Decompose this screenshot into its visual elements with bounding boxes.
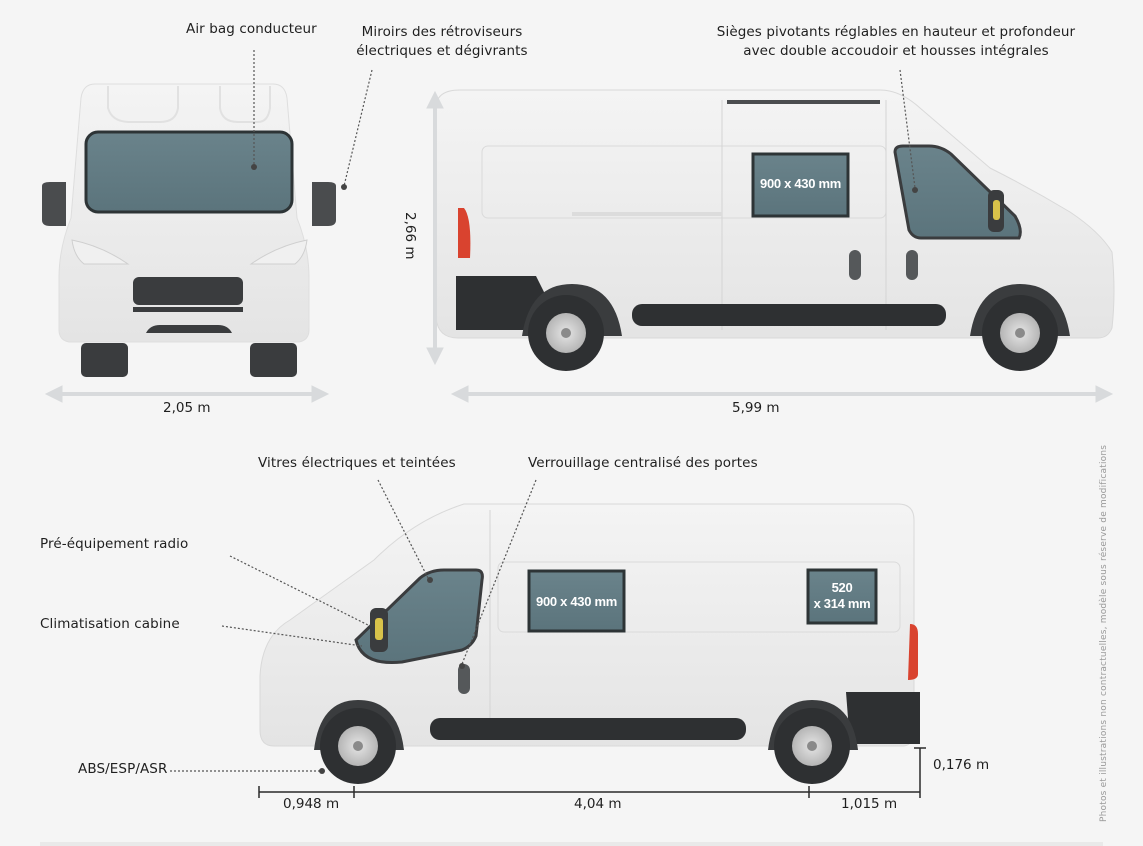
dimension-wheelbase: 4,04 m	[574, 796, 622, 812]
bottom-divider	[40, 842, 1103, 846]
annotation-mirrors-line2: électriques et dégivrants	[356, 43, 528, 59]
dimension-arrows	[44, 90, 1114, 403]
dimension-rear-overhang: 1,015 m	[841, 796, 898, 812]
annotation-mirrors-line1: Miroirs des rétroviseurs	[361, 24, 523, 40]
dimension-width: 2,05 m	[163, 400, 211, 416]
window-size-bottom-front: 900 x 430 mm	[536, 594, 617, 609]
annotation-seats: Sièges pivotants réglables en hauteur et…	[700, 23, 1092, 61]
leader-dots	[251, 164, 918, 774]
annotation-mirrors: Miroirs des rétroviseurs électriques et …	[350, 23, 534, 61]
leader-lines	[170, 50, 916, 772]
van-front-view	[42, 83, 336, 377]
annotation-airbag: Air bag conducteur	[186, 21, 317, 37]
annotation-seats-line1: Sièges pivotants réglables en hauteur et…	[716, 24, 1076, 40]
dimension-length: 5,99 m	[732, 400, 780, 416]
window-size-bottom-rear-line2: x 314 mm	[813, 596, 871, 611]
dimension-ground-clearance: 0,176 m	[933, 757, 990, 773]
wheelbase-scale	[258, 747, 926, 798]
annotation-locking: Verrouillage centralisé des portes	[528, 455, 758, 471]
annotation-aircon: Climatisation cabine	[40, 616, 180, 632]
window-size-bottom-rear: 520 x 314 mm	[808, 580, 876, 612]
dimension-height: 2,66 m	[402, 212, 418, 260]
annotation-windows: Vitres électriques et teintées	[258, 455, 456, 471]
annotation-radio: Pré-équipement radio	[40, 536, 189, 552]
dimension-front-overhang: 0,948 m	[283, 796, 340, 812]
disclaimer-note: Photos et illustrations non contractuell…	[1099, 444, 1109, 822]
van-side-view-bottom	[259, 503, 920, 784]
annotation-seats-line2: avec double accoudoir et housses intégra…	[743, 43, 1049, 59]
annotation-abs: ABS/ESP/ASR	[78, 761, 168, 777]
window-size-top-side: 900 x 430 mm	[760, 176, 841, 191]
window-size-bottom-rear-line1: 520	[831, 580, 853, 595]
van-side-view-top	[435, 89, 1115, 371]
